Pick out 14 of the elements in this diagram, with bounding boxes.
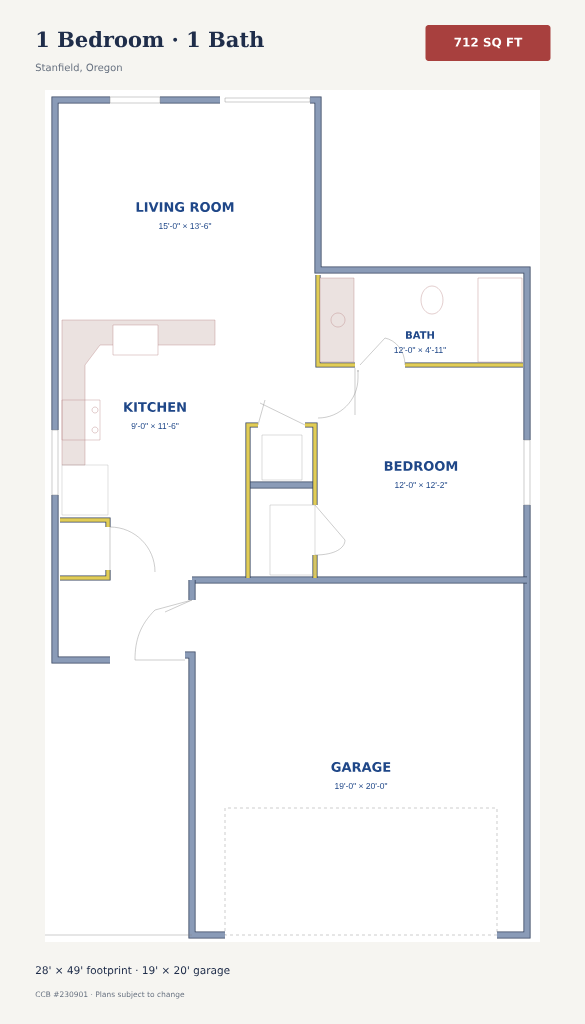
room-dimensions: 15'-0" × 13'-6" (159, 223, 212, 229)
room-name: GARAGE (331, 762, 391, 772)
room-dimensions: 12'-0" × 4'-11" (394, 347, 446, 353)
room-dimensions: 19'-0" × 20'-0" (335, 783, 388, 789)
room-dimensions: 9'-0" × 11'-6" (131, 423, 179, 429)
room-dimensions: 12'-0" × 12'-2" (395, 482, 448, 488)
area-badge: 712 SQ FT (425, 25, 551, 61)
room-name: KITCHEN (124, 402, 186, 412)
room-name: LIVING ROOM (136, 202, 234, 212)
title: 1 Bedroom · 1 Bath (37, 31, 264, 48)
footprint-note: 28' × 49' footprint · 19' × 20' garage (35, 966, 230, 977)
room-name: BEDROOM (384, 461, 458, 471)
room-name: BATH (406, 331, 434, 339)
subtitle: Stanfield, Oregon (35, 63, 122, 74)
